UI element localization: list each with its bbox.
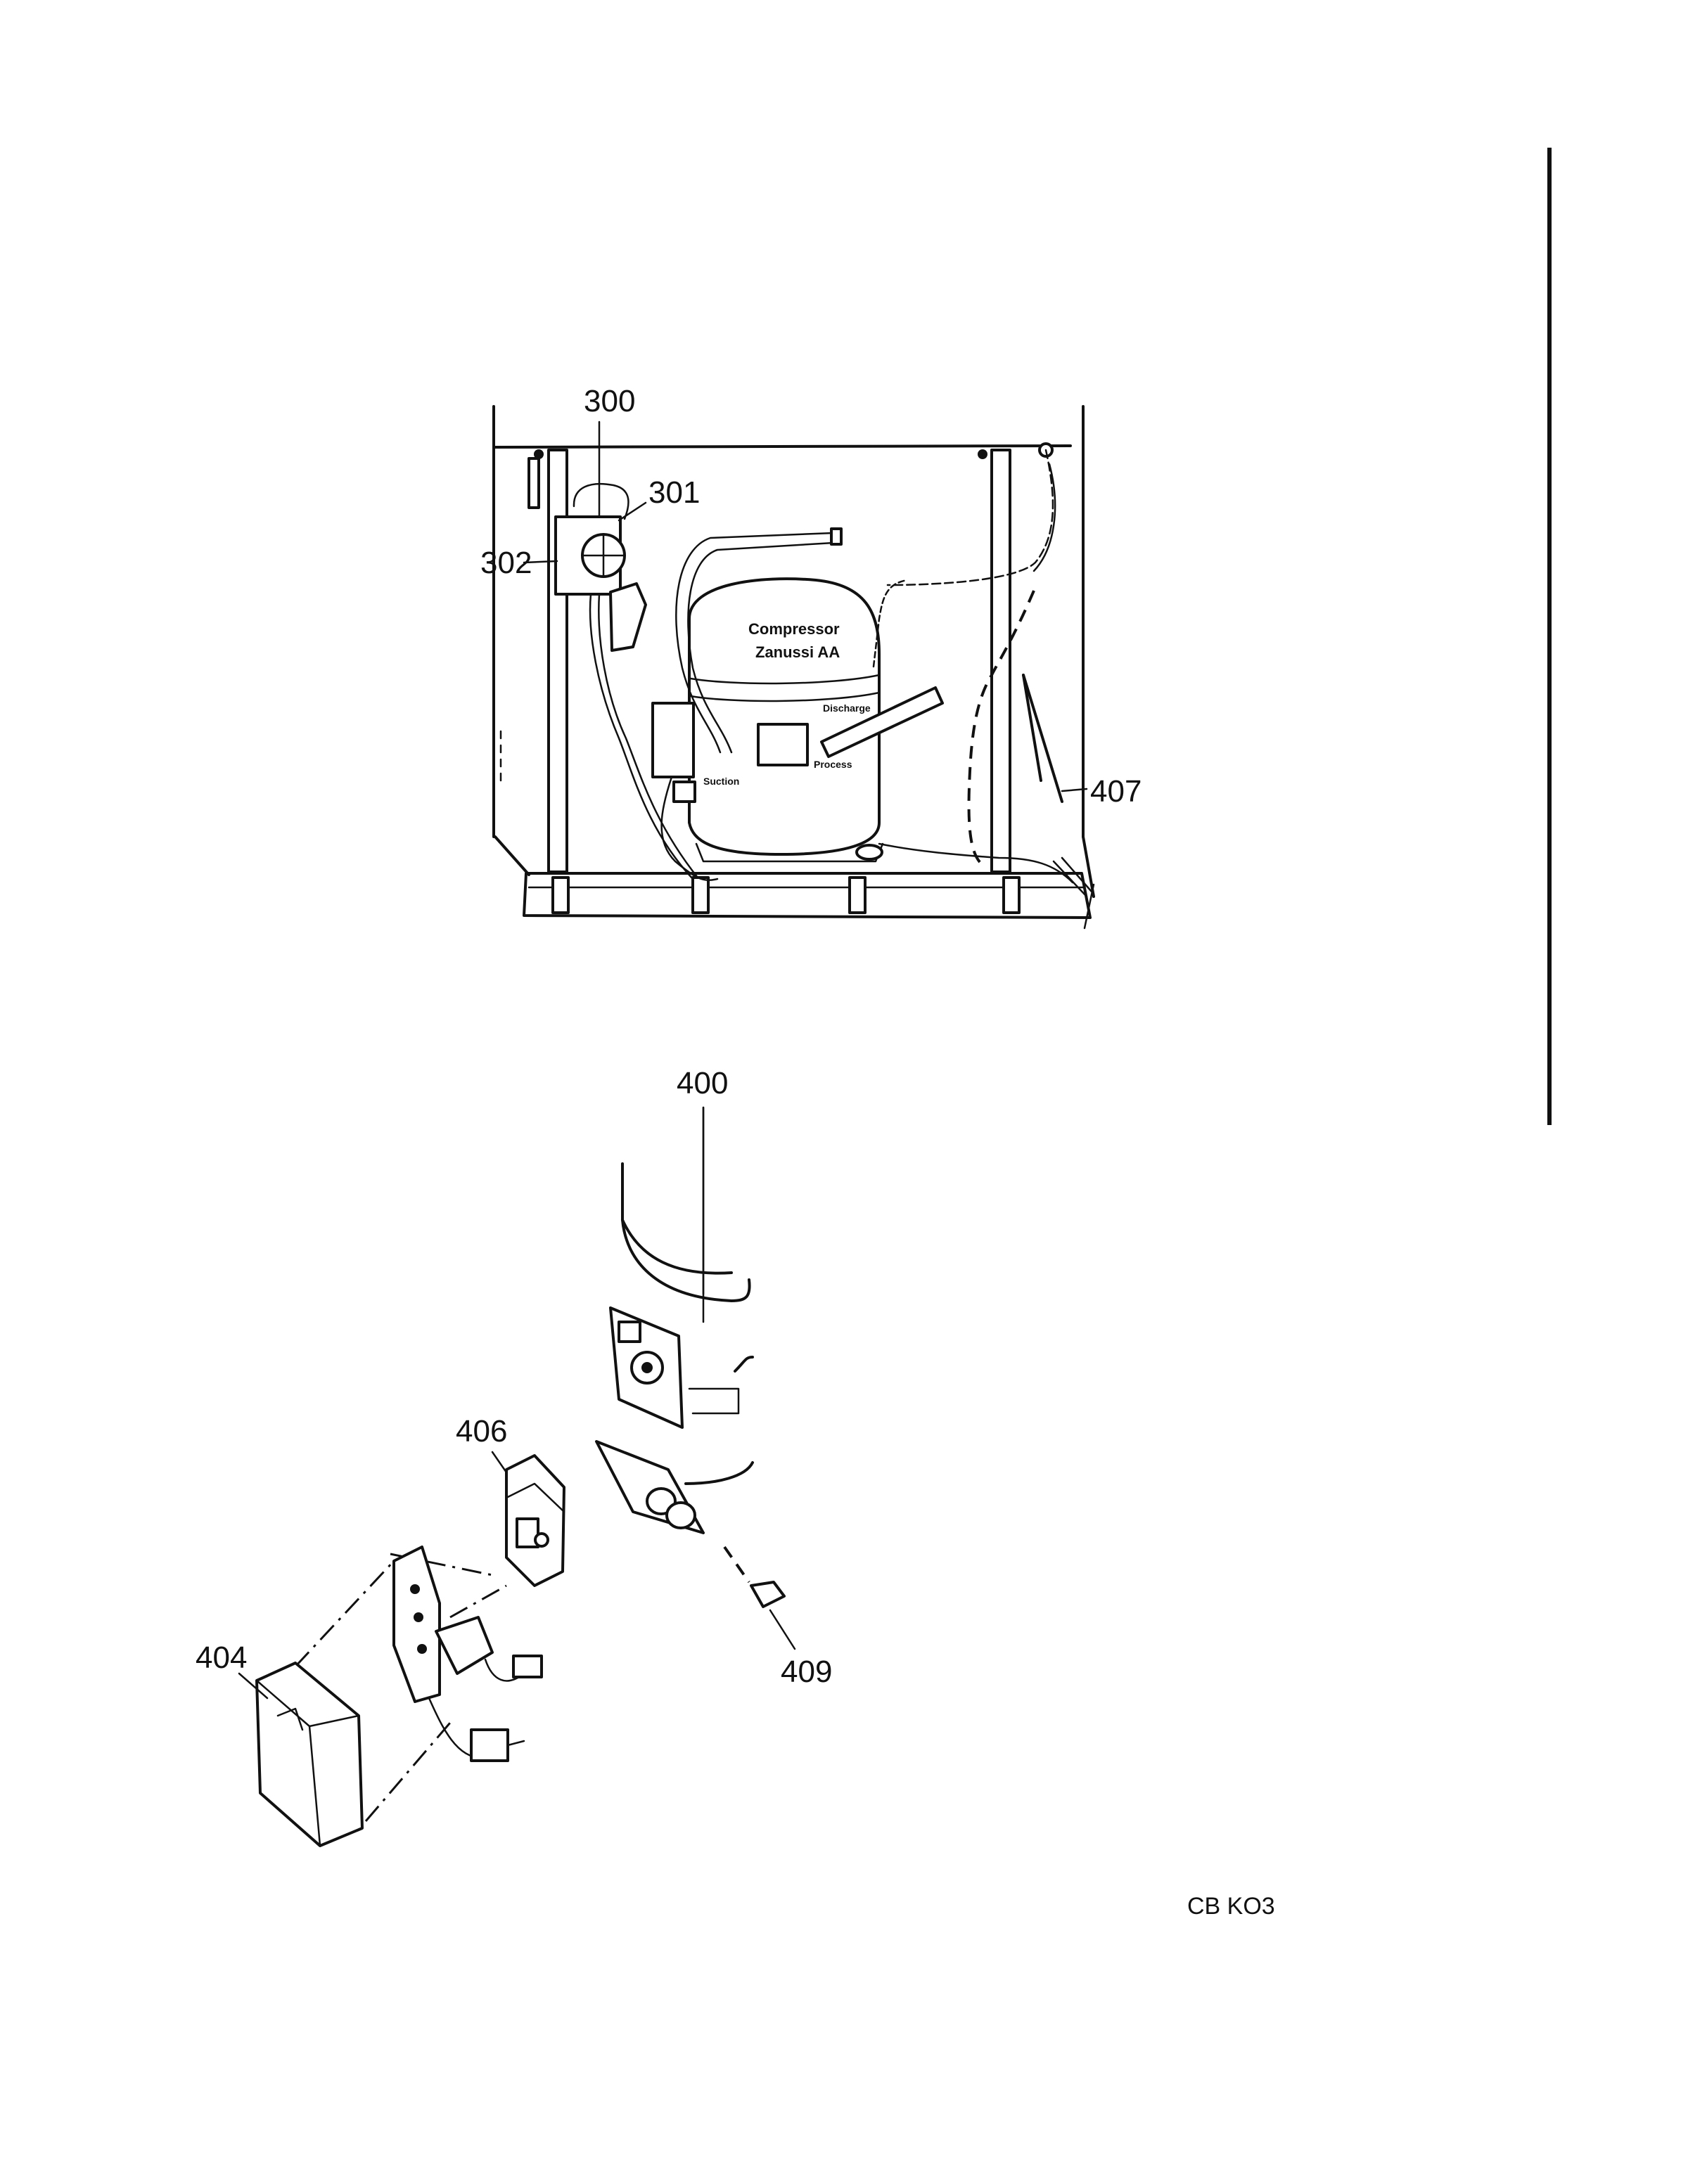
- part-label-409: 409: [781, 1655, 832, 1689]
- compressor-title-line1: Compressor: [748, 620, 840, 638]
- dashed-drain-tube: [967, 590, 1095, 930]
- part-label-404: 404: [196, 1640, 247, 1675]
- starter-bracket: [392, 1546, 543, 1762]
- process-port-label: Process: [814, 759, 852, 770]
- compressor-compartment-view: Compressor Zanussi AA Discharge Process …: [480, 384, 1142, 930]
- clip-409: [723, 1546, 796, 1650]
- part-label-302: 302: [480, 546, 532, 580]
- relay-406: [491, 1451, 565, 1587]
- part-label-300: 300: [584, 384, 635, 418]
- control-box: [554, 482, 699, 880]
- compressor-title-line2: Zanussi AA: [755, 643, 840, 661]
- wiring-harness: [660, 776, 1074, 884]
- diagram-code: CB KO3: [1187, 1893, 1275, 1920]
- part-label-301: 301: [648, 475, 700, 510]
- cover-404: [238, 1560, 452, 1847]
- discharge-port-label: Discharge: [823, 702, 871, 714]
- part-label-400: 400: [677, 1066, 728, 1100]
- part-label-407: 407: [1090, 774, 1142, 809]
- compressor-shell-400: [595, 1106, 754, 1534]
- part-label-406: 406: [456, 1414, 507, 1448]
- exploded-view: 400 406 404 409: [196, 1066, 832, 1847]
- top-leader-lines: [523, 420, 1088, 792]
- compressor: Compressor Zanussi AA Discharge Process …: [651, 527, 944, 863]
- suction-port-label: Suction: [703, 776, 739, 787]
